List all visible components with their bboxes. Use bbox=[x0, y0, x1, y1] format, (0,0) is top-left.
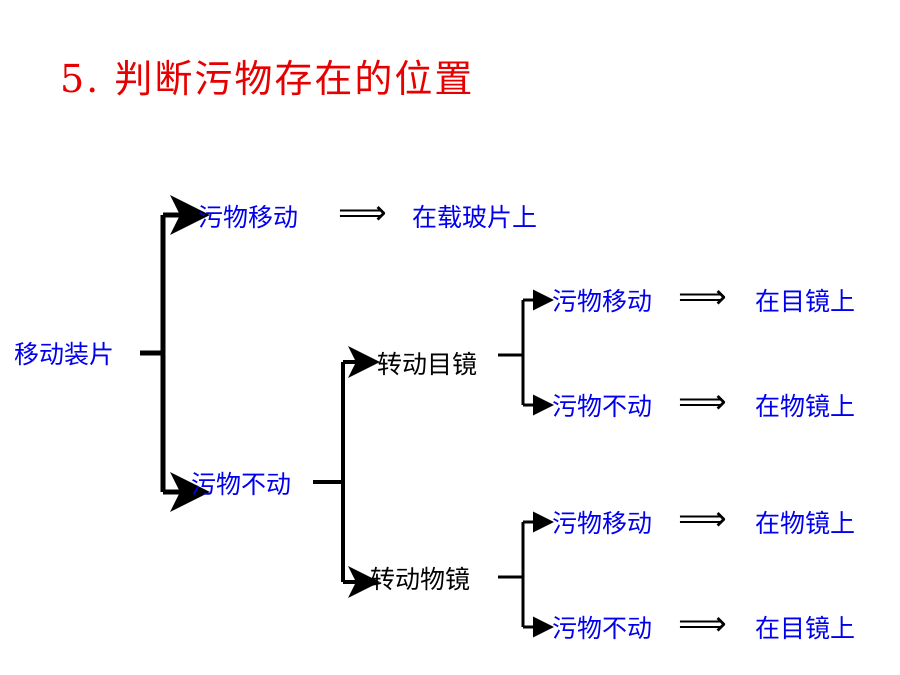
result-eyepiece: 在目镜上 bbox=[755, 287, 856, 316]
double-arrow-icon: ⟹ bbox=[338, 193, 387, 233]
node-rotate-eyepiece: 转动目镜 bbox=[377, 350, 478, 379]
root-node: 移动装片 bbox=[14, 340, 115, 369]
result-objective-2: 在物镜上 bbox=[755, 509, 856, 538]
double-arrow-icon: ⟹ bbox=[678, 499, 727, 539]
node-moves: 污物移动 bbox=[198, 203, 299, 232]
node-rotate-objective: 转动物镜 bbox=[370, 565, 471, 594]
double-arrow-icon: ⟹ bbox=[678, 277, 727, 317]
result-slide: 在载玻片上 bbox=[412, 203, 538, 232]
node-eyepiece-stays: 污物不动 bbox=[552, 392, 653, 421]
double-arrow-icon: ⟹ bbox=[678, 604, 727, 644]
page-title: 5. 判断污物存在的位置 bbox=[60, 57, 475, 101]
result-eyepiece-2: 在目镜上 bbox=[755, 614, 856, 643]
node-objective-moves: 污物移动 bbox=[552, 509, 653, 538]
node-stays: 污物不动 bbox=[191, 470, 292, 499]
node-eyepiece-moves: 污物移动 bbox=[552, 287, 653, 316]
result-objective: 在物镜上 bbox=[755, 392, 856, 421]
node-objective-stays: 污物不动 bbox=[552, 614, 653, 643]
double-arrow-icon: ⟹ bbox=[678, 382, 727, 422]
